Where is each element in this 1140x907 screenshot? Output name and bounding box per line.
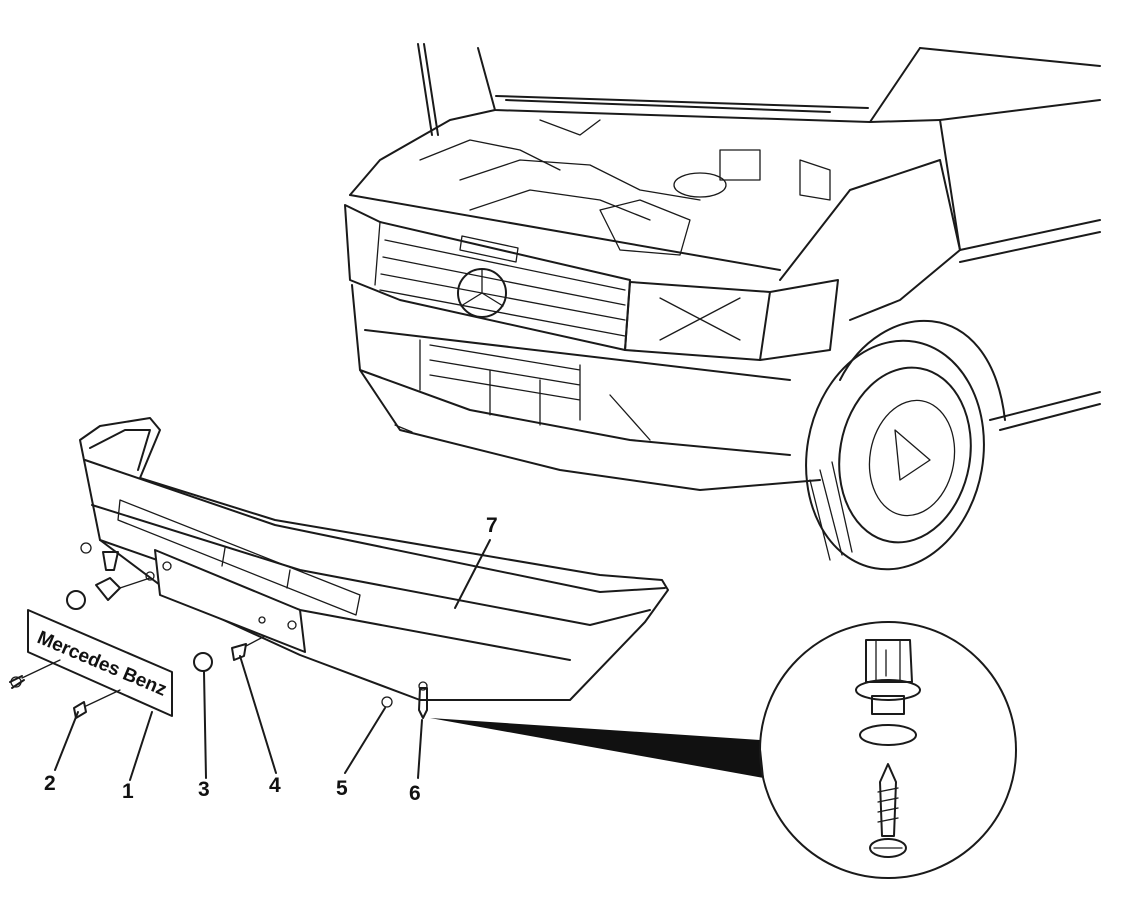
callout-3: 3	[198, 778, 210, 801]
callout-5: 5	[336, 777, 348, 800]
callout-1: 1	[122, 780, 134, 803]
leader-lines	[54, 539, 764, 781]
front-bumper	[79, 417, 669, 701]
callout-6: 6	[409, 782, 421, 805]
callout-2: 2	[44, 772, 56, 795]
callout-4: 4	[269, 774, 281, 797]
callout-7: 7	[486, 514, 498, 537]
clip-detail-magnifier	[759, 621, 1017, 879]
van-front	[344, 43, 1101, 571]
callout-labels: 7 2 1 3 4 5 6	[44, 514, 498, 805]
fasteners	[9, 542, 428, 719]
